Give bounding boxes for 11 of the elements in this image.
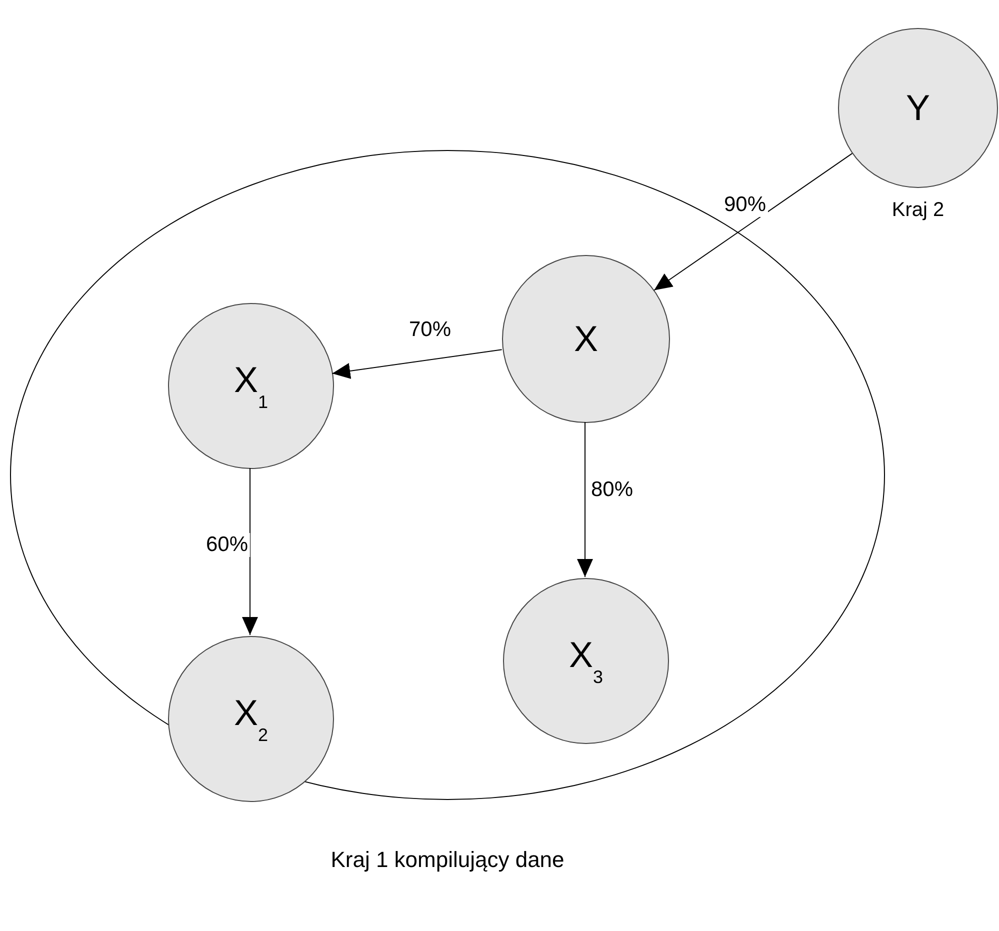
node-label: Y (906, 90, 930, 126)
arrow (332, 349, 502, 379)
arrow (577, 422, 593, 578)
node-label: X$_{2}$ (234, 694, 268, 744)
node-caption: Kraj 2 (892, 199, 944, 222)
arrow (654, 152, 853, 291)
arrow (242, 468, 258, 636)
node-label: X$_{3}$ (568, 636, 604, 686)
node-label: X (574, 321, 598, 357)
region-caption: Kraj 1 kompilujący dane (330, 847, 564, 873)
node-label: X$_{1}$ (234, 362, 268, 410)
